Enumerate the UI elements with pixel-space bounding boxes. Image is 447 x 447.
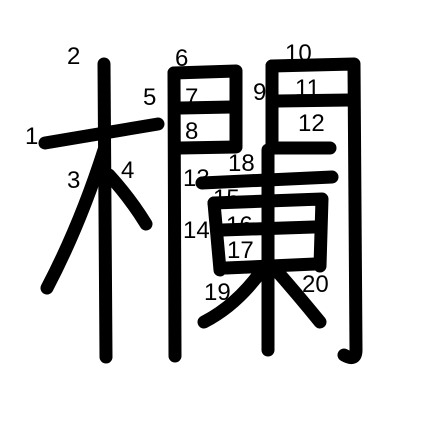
- stroke-number-18: 18: [228, 150, 255, 177]
- stroke-number-16: 16: [226, 212, 253, 239]
- stroke-number-17: 17: [227, 237, 254, 264]
- stroke-number-8: 8: [185, 118, 198, 145]
- stroke-4: [102, 168, 153, 231]
- stroke-number-12: 12: [298, 110, 325, 137]
- stroke-number-6: 6: [175, 45, 188, 72]
- stroke-10: [265, 57, 363, 365]
- stroke-15: [207, 192, 329, 273]
- stroke-number-20: 20: [302, 271, 329, 298]
- stroke-number-9: 9: [253, 79, 266, 106]
- stroke-number-7: 7: [185, 84, 198, 111]
- stroke-number-15: 15: [213, 185, 240, 212]
- stroke-20: [269, 263, 327, 329]
- stroke-19: [197, 263, 269, 329]
- stroke-number-14: 14: [183, 217, 210, 244]
- stroke-3: [40, 143, 111, 295]
- stroke-number-4: 4: [121, 157, 134, 184]
- stroke-number-19: 19: [204, 279, 231, 306]
- stroke-11: [271, 93, 357, 108]
- stroke-number-3: 3: [67, 167, 80, 194]
- stroke-7: [174, 100, 239, 115]
- stroke-14: [207, 196, 227, 277]
- stroke-2: [97, 57, 113, 364]
- stroke-number-11: 11: [295, 75, 320, 102]
- stroke-number-13: 13: [183, 165, 210, 192]
- stroke-number-10: 10: [285, 40, 312, 67]
- stroke-5: [167, 66, 182, 363]
- stroke-number-5: 5: [143, 84, 156, 111]
- stroke-number-1: 1: [25, 123, 38, 150]
- stroke-number-2: 2: [67, 43, 80, 70]
